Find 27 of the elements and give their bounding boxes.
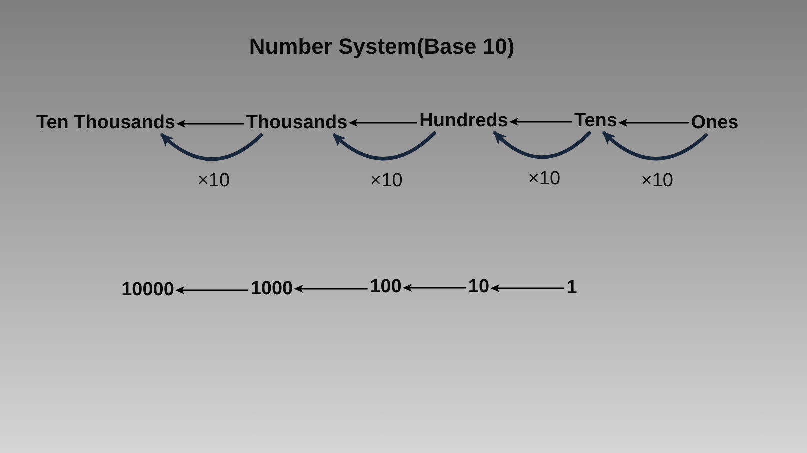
place-value-number: 1000 [248,278,296,302]
arrow [294,284,368,294]
place-value-number: 1 [564,278,580,300]
place-value-name: Tens [572,110,620,134]
title: Number System(Base 10) [249,34,515,60]
curved-arrow [602,132,708,161]
arrow [403,284,466,292]
arrow [176,120,244,128]
edge-label: ×10 [528,169,561,192]
edge-label: ×10 [641,171,674,194]
arrow [618,118,690,128]
arrow [510,118,572,126]
place-value-number: 10 [465,276,493,300]
place-value-number: 10000 [118,280,178,302]
curved-arrow [160,134,264,162]
place-value-name: Ones [688,112,742,136]
place-value-name: Thousands [243,112,351,136]
arrow [490,284,564,293]
edge-label: ×10 [370,171,403,194]
place-value-name: Ten Thousands [34,112,178,136]
curved-arrow [332,132,436,161]
place-value-name: Hundreds [416,110,512,134]
arrow [176,286,249,295]
place-value-number: 100 [367,276,405,300]
curved-arrow [493,132,592,160]
arrow [348,118,418,128]
edge-label: ×10 [198,171,230,194]
